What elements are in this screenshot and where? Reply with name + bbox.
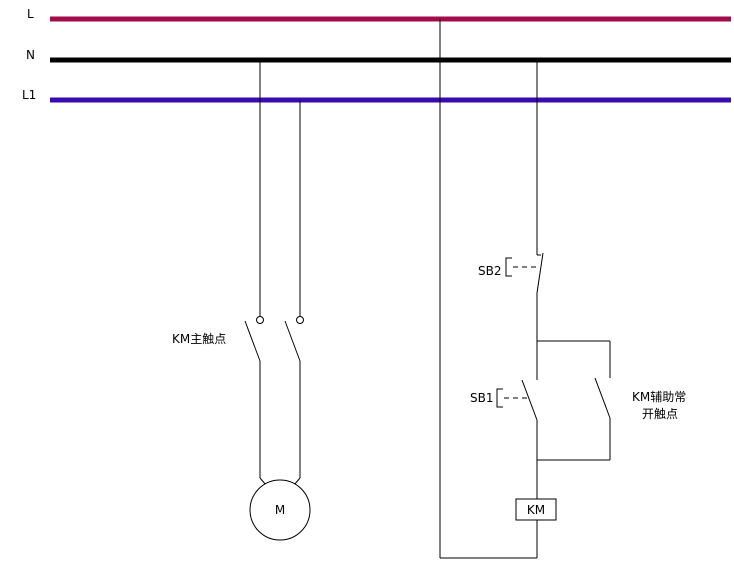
motor-label: M	[275, 503, 285, 517]
bus-label-L1: L1	[22, 88, 36, 102]
bus-L: L	[27, 7, 731, 22]
sb2-button-bracket	[505, 257, 512, 277]
km-aux-label-line1: KM辅助常	[632, 390, 686, 404]
contact-terminal-2	[296, 316, 304, 324]
control-circuit: SB2 SB1 KM辅助常 开触点 KM	[439, 19, 686, 559]
km-main-contact-blade-2	[284, 320, 301, 362]
km-coil-label: KM	[527, 503, 545, 517]
main-circuit: KM主触点 M	[172, 60, 311, 541]
sb1-button-bracket	[496, 388, 503, 408]
sb1-contact-blade	[521, 379, 538, 421]
km-coil-box	[515, 498, 557, 521]
bus-N: N	[26, 48, 731, 63]
sb2-label: SB2	[478, 264, 501, 278]
km-main-contact-blade-1	[244, 320, 261, 362]
km-aux-label-line2: 开触点	[642, 407, 678, 421]
contact-terminal-1	[256, 316, 264, 324]
km-coil: KM	[515, 498, 557, 521]
sb1-label: SB1	[470, 391, 493, 405]
sb1-start-button: SB1	[470, 379, 538, 421]
bus-L1: L1	[22, 88, 731, 103]
bus-label-L: L	[27, 7, 34, 21]
sb2-stop-button: SB2	[478, 252, 544, 294]
km-aux-contact: KM辅助常 开触点	[594, 377, 686, 460]
motor-symbol	[249, 479, 311, 541]
sb2-contact-blade	[536, 252, 544, 294]
km-main-contacts-label: KM主触点	[172, 332, 226, 346]
bus-label-N: N	[26, 48, 35, 62]
km-aux-contact-blade	[594, 377, 611, 419]
